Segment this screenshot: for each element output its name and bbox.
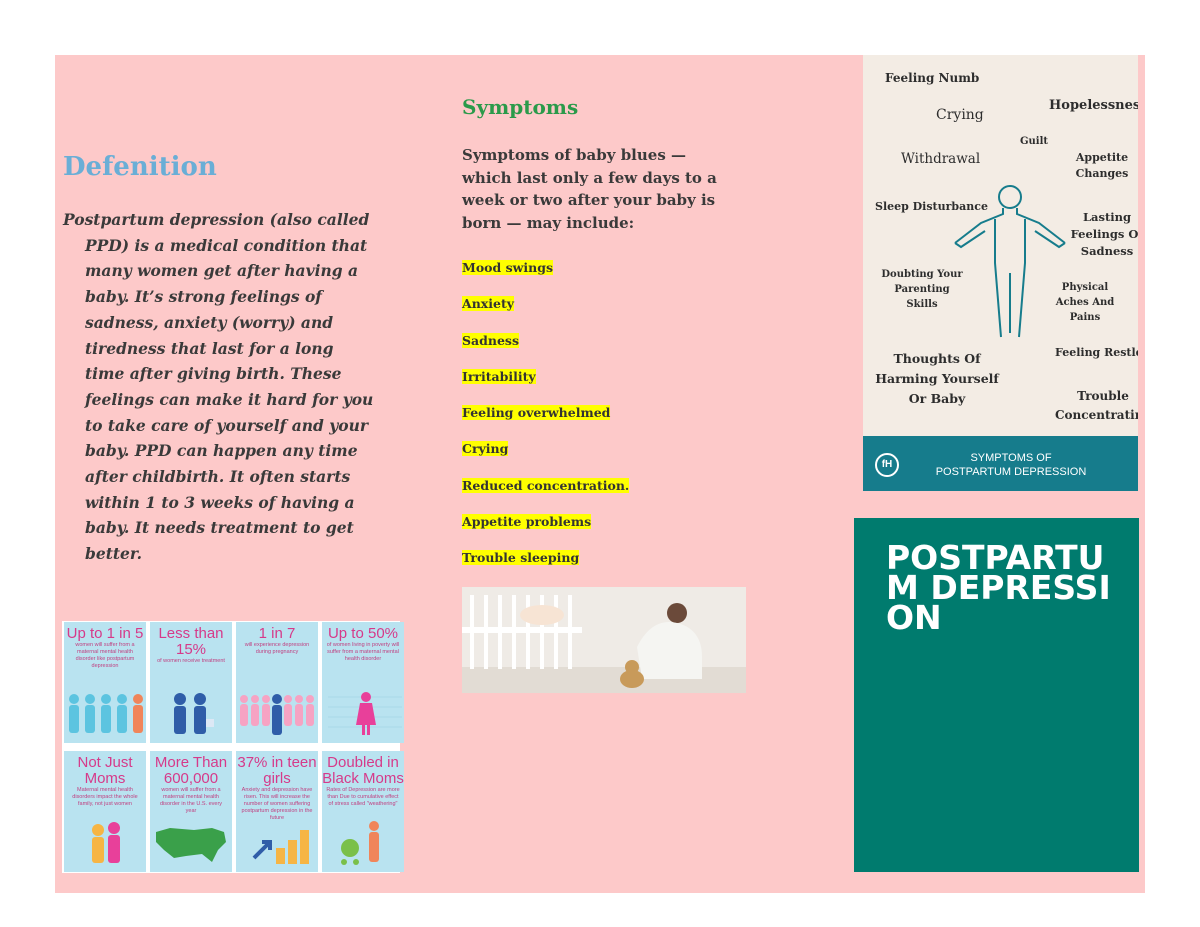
stat-tile: Up to 1 in 5 women will suffer from a ma… [64,622,146,743]
doctor-patient-icon [174,693,214,734]
sad-mother-crib-photo [462,587,746,693]
symptom-label: Appetite problems [462,514,592,530]
symptoms-list: Mood swings Anxiety Sadness Irritability… [462,260,630,587]
symptom-label: Mood swings [462,260,554,275]
symptom-word: Feeling Numb [885,71,980,85]
symptom-word: Guilt [1020,136,1049,147]
statistics-infographic: Up to 1 in 5 women will suffer from a ma… [62,621,404,873]
symptom-label: Feeling overwhelmed [462,405,611,421]
symptom-word: Trouble Concentrating [1055,389,1138,422]
symptom-item: Crying [462,441,629,477]
symptom-word: Thoughts Of Harming Yourself Or Baby [875,351,999,406]
stat-caption: Anxiety and depression have risen. This … [241,787,313,821]
symptom-item: Feeling overwhelmed [462,405,629,441]
symptom-label: Anxiety [462,296,514,312]
family-icon [92,822,120,863]
stat-headline: Doubled in Black Moms [322,754,404,787]
symptom-word: Hopelessness [1049,98,1138,113]
symptom-word: Doubting Your Parenting Skills [881,269,963,310]
stat-tile: 1 in 7 will experience depression during… [236,622,318,743]
rising-bars-icon [252,830,309,864]
symptom-word: Feeling Restless [1055,346,1138,359]
brand-logo-icon: fH [875,453,899,477]
definition-title: Defenition [63,152,217,182]
symptom-word: Sleep Disturbance [875,200,988,213]
mother-stroller-icon [341,821,379,865]
symptom-label: Crying [462,441,509,457]
cover-panel [854,518,1139,872]
stat-caption: of women living in poverty will suffer f… [326,642,400,662]
banner-line: SYMPTOMS OF [970,452,1052,464]
symptom-item: Trouble sleeping [462,550,629,586]
stat-headline: Up to 50% [327,625,399,642]
stat-caption: Rates of Depression are more than Due to… [326,787,400,807]
symptoms-title: Symptoms [462,95,579,119]
human-body-outline-icon [954,185,1066,338]
stat-caption: Maternal mental health disorders impact … [72,787,138,807]
photo-illustration [462,587,746,693]
bar-chart-woman-icon [328,692,402,735]
stat-caption: women will suffer from a maternal mental… [159,787,223,814]
symptom-label: Trouble sleeping [462,550,580,566]
symptom-item: Anxiety [462,296,629,332]
symptom-item: Sadness [462,332,629,369]
banner-text: SYMPTOMS OF POSTPARTUM DEPRESSION [921,451,1101,479]
cover-title: POSTPARTUM DEPRESSION [886,538,1111,637]
people-figures-icon [69,694,143,733]
symptom-word: Crying [936,107,984,123]
stat-headline: Less than 15% [158,625,224,658]
stat-headline: 37% in teen girls [237,754,317,787]
symptom-label: Sadness [462,332,519,348]
stat-caption: women will suffer from a maternal mental… [75,642,135,669]
symptoms-banner: fH SYMPTOMS OF POSTPARTUM DEPRESSION [863,436,1138,491]
symptom-item: Mood swings [462,260,629,296]
symptom-item: Irritability [462,368,629,405]
symptom-item: Appetite problems [462,514,629,550]
pregnant-women-icon [240,694,314,735]
stat-tile: 37% in teen girls Anxiety and depression… [236,751,318,872]
symptom-word: Lasting Feelings Of Sadness [1070,210,1138,258]
symptoms-infographic-card: Feeling Numb Crying Hopelessness Guilt W… [863,55,1138,491]
stat-tile: Doubled in Black Moms Rates of Depressio… [322,751,404,872]
stat-tile: Not Just Moms Maternal mental health dis… [64,751,146,872]
stat-headline: More Than 600,000 [154,754,228,787]
stat-caption: of women receive treatment [157,658,225,664]
us-map-icon [156,828,226,862]
symptom-item: Reduced concentration. [462,477,630,514]
symptoms-intro: Symptoms of baby blues — which last only… [462,146,717,232]
stat-headline: Not Just Moms [77,754,133,787]
stat-headline: 1 in 7 [258,625,296,642]
symptom-label: Irritability [462,368,536,384]
stat-tile: Less than 15% of women receive treatment [150,622,232,743]
symptom-label: Reduced concentration. [462,477,630,493]
banner-line: POSTPARTUM DEPRESSION [935,466,1087,478]
symptom-word: Withdrawal [901,151,981,167]
stat-headline: Up to 1 in 5 [66,625,144,642]
symptom-word: Appetite Changes [1075,151,1129,180]
definition-text: Postpartum depression (also called PPD) … [63,210,374,564]
stat-tile: More Than 600,000 women will suffer from… [150,751,232,872]
stat-tile: Up to 50% of women living in poverty wil… [322,622,404,743]
stat-caption: will experience depression during pregna… [244,642,310,655]
symptom-word: Physical Aches And Pains [1055,282,1115,323]
